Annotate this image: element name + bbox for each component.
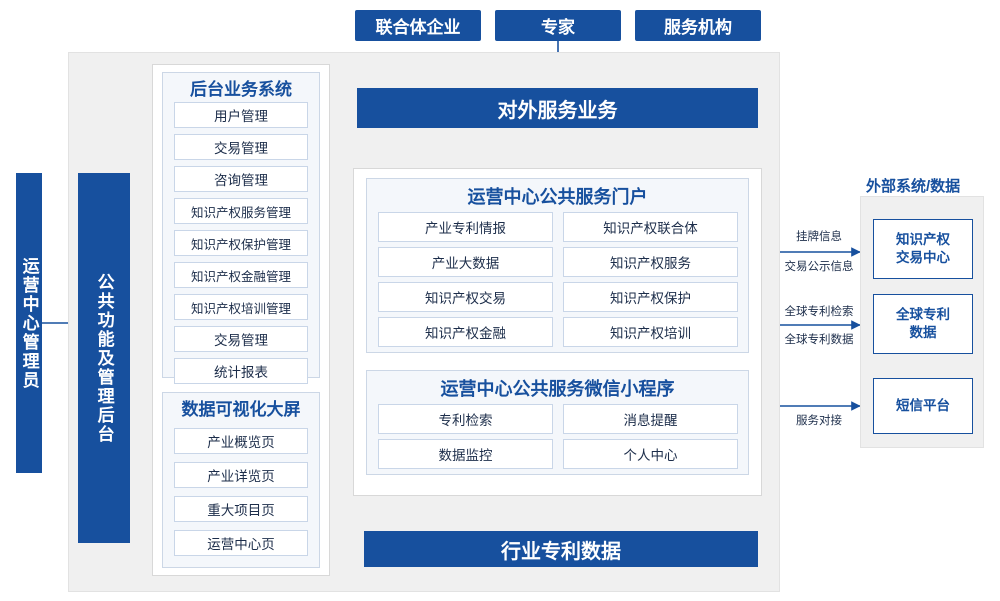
portal-item-1[interactable]: 知识产权联合体 — [563, 212, 738, 242]
top-entity-0[interactable]: 联合体企业 — [355, 10, 481, 41]
external-link-label-1: 交易公示信息 — [784, 261, 854, 273]
dashboard-item-0[interactable]: 产业概览页 — [174, 428, 308, 454]
portal-item-4[interactable]: 知识产权交易 — [378, 282, 553, 312]
left-column-operations-admin[interactable]: 运营中心管理员 — [16, 173, 42, 473]
external-link-label-3: 全球专利数据 — [784, 334, 854, 346]
backoffice-item-4[interactable]: 知识产权保护管理 — [174, 230, 308, 256]
miniprogram-item-0[interactable]: 专利检索 — [378, 404, 553, 434]
dashboard-item-1[interactable]: 产业详览页 — [174, 462, 308, 488]
left-column-public-functions[interactable]: 公共功能及管理后台 — [78, 173, 130, 543]
portal-item-2[interactable]: 产业大数据 — [378, 247, 553, 277]
external-title: 外部系统/数据 — [866, 178, 961, 195]
backoffice-item-2[interactable]: 咨询管理 — [174, 166, 308, 192]
external-box-2[interactable]: 短信平台 — [873, 378, 973, 434]
top-entity-2[interactable]: 服务机构 — [635, 10, 761, 41]
miniprogram-title: 运营中心公共服务微信小程序 — [440, 379, 675, 399]
backoffice-item-8[interactable]: 统计报表 — [174, 358, 308, 384]
backoffice-item-1[interactable]: 交易管理 — [174, 134, 308, 160]
portal-title: 运营中心公共服务门户 — [467, 187, 648, 207]
miniprogram-item-3[interactable]: 个人中心 — [563, 439, 738, 469]
miniprogram-item-1[interactable]: 消息提醒 — [563, 404, 738, 434]
external-box-0[interactable]: 知识产权 交易中心 — [873, 219, 973, 279]
external-box-1[interactable]: 全球专利 数据 — [873, 294, 973, 354]
backoffice-item-6[interactable]: 知识产权培训管理 — [174, 294, 308, 320]
portal-item-7[interactable]: 知识产权培训 — [563, 317, 738, 347]
miniprogram-item-2[interactable]: 数据监控 — [378, 439, 553, 469]
external-link-label-2: 全球专利检索 — [784, 306, 854, 318]
backoffice-item-7[interactable]: 交易管理 — [174, 326, 308, 352]
portal-item-3[interactable]: 知识产权服务 — [563, 247, 738, 277]
external-link-label-4: 服务对接 — [796, 415, 842, 427]
backoffice-item-3[interactable]: 知识产权服务管理 — [174, 198, 308, 224]
industry-patent-data-bar[interactable]: 行业专利数据 — [364, 531, 758, 567]
dashboard-item-3[interactable]: 运营中心页 — [174, 530, 308, 556]
top-entity-1[interactable]: 专家 — [495, 10, 621, 41]
backoffice-item-5[interactable]: 知识产权金融管理 — [174, 262, 308, 288]
portal-item-6[interactable]: 知识产权金融 — [378, 317, 553, 347]
dashboard-item-2[interactable]: 重大项目页 — [174, 496, 308, 522]
external-service-bar[interactable]: 对外服务业务 — [357, 88, 758, 128]
portal-item-5[interactable]: 知识产权保护 — [563, 282, 738, 312]
backoffice-item-0[interactable]: 用户管理 — [174, 102, 308, 128]
portal-item-0[interactable]: 产业专利情报 — [378, 212, 553, 242]
external-link-label-0: 挂牌信息 — [796, 231, 842, 243]
backoffice-title: 后台业务系统 — [190, 79, 292, 99]
dashboard-title: 数据可视化大屏 — [181, 399, 301, 419]
